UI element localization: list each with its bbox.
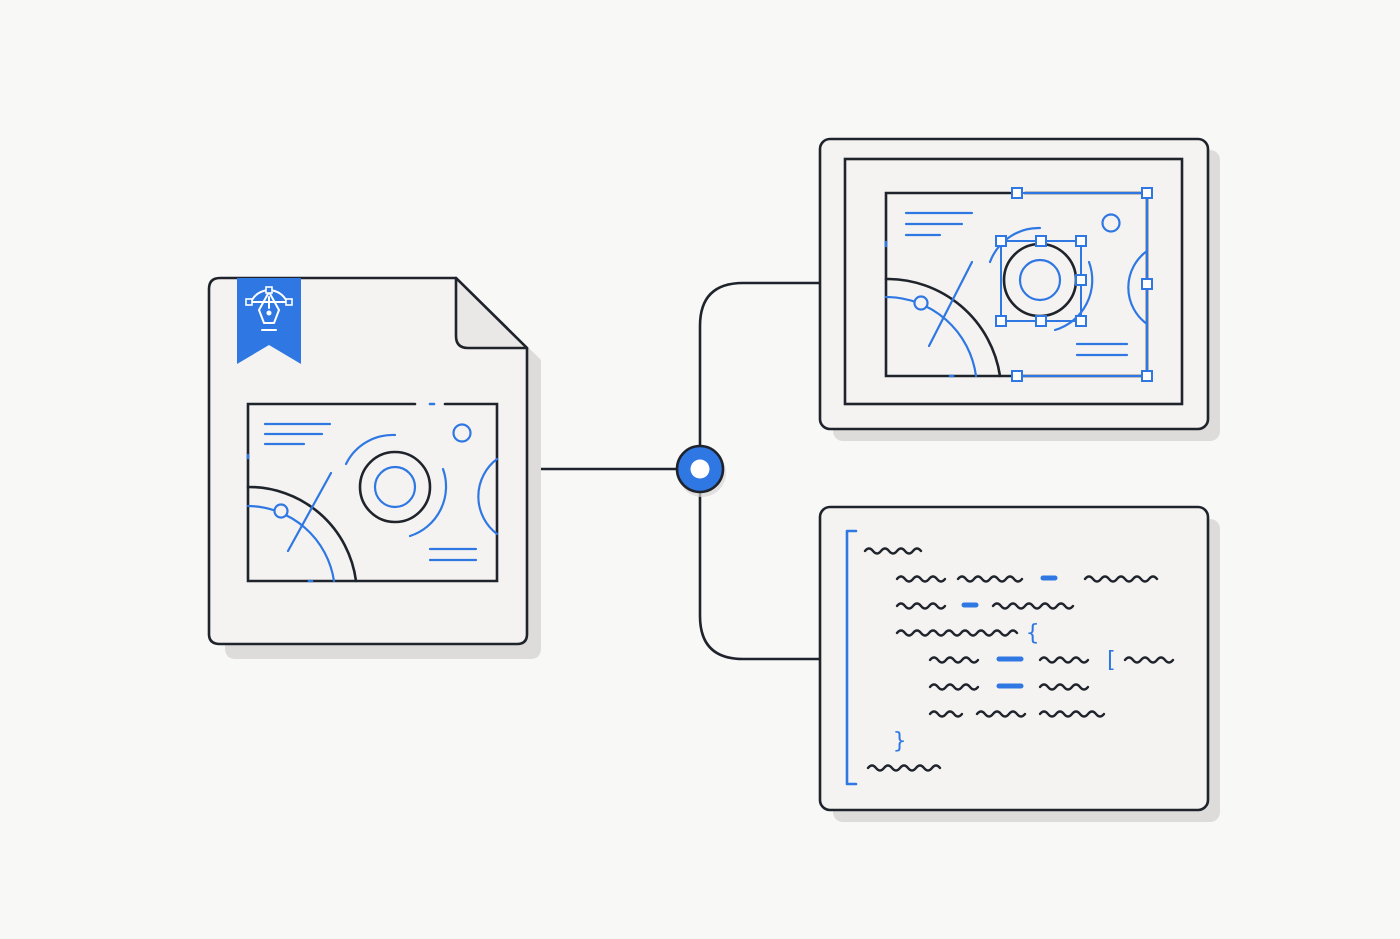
source-file-card[interactable]	[207, 276, 541, 659]
connectors	[525, 281, 822, 661]
connector-hub-to-code	[698, 487, 822, 661]
code-brace-open: {	[1026, 621, 1039, 646]
hub-node-icon[interactable]	[675, 444, 726, 497]
code-brace-close: }	[893, 729, 906, 754]
code-bracket: [	[1104, 648, 1117, 673]
artwork-thumbnail	[246, 402, 499, 583]
source-file-body	[207, 276, 529, 646]
code-icon	[845, 529, 1175, 786]
selection-handles-icon	[884, 187, 1153, 382]
pen-tool-icon	[237, 278, 301, 364]
editor-preview-card[interactable]	[818, 137, 1220, 441]
editor-canvas	[843, 157, 1184, 406]
connector-hub-to-preview	[698, 281, 822, 451]
code-output-card[interactable]: { [ }	[818, 505, 1220, 822]
page-fold-icon	[454, 276, 529, 350]
